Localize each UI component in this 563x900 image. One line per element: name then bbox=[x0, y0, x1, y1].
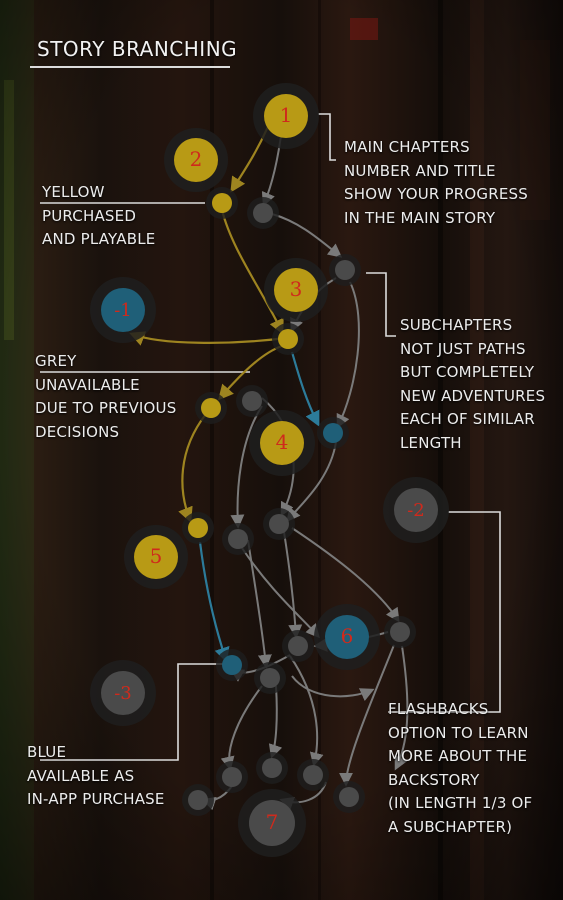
page-title: STORY BRANCHING bbox=[37, 37, 238, 61]
subchapter-node-yellow[interactable] bbox=[272, 323, 304, 355]
callout-line: MORE ABOUT THE bbox=[388, 747, 528, 765]
chapter-number: -1 bbox=[114, 300, 132, 321]
subchapter-node-grey[interactable] bbox=[182, 784, 214, 816]
chapter-node-6[interactable]: 6 bbox=[314, 604, 380, 670]
subchapter-node-grey[interactable] bbox=[329, 254, 361, 286]
callout-line: BUT COMPLETELY bbox=[400, 363, 535, 381]
subchapter-node-grey[interactable] bbox=[333, 781, 365, 813]
callout-line: SHOW YOUR PROGRESS bbox=[344, 185, 528, 203]
callout-heading: MAIN CHAPTERS bbox=[344, 138, 470, 156]
callout-line: LENGTH bbox=[400, 433, 462, 452]
subchapter-node-grey[interactable] bbox=[256, 752, 288, 784]
legend-line: IN-APP PURCHASE bbox=[27, 790, 165, 808]
subchapter-node-grey[interactable] bbox=[247, 197, 279, 229]
subchapter-node-grey[interactable] bbox=[282, 630, 314, 662]
subchapter-node-grey[interactable] bbox=[216, 761, 248, 793]
chapter-number: 7 bbox=[266, 810, 279, 834]
callout-heading: SUBCHAPTERS bbox=[400, 316, 513, 334]
chapter-number: -2 bbox=[407, 500, 425, 521]
chapter-node-1[interactable]: 1 bbox=[253, 83, 319, 149]
main-chapters-callout: MAIN CHAPTERS NUMBER AND TITLE SHOW YOUR… bbox=[344, 136, 528, 230]
subchapter-node-yellow[interactable] bbox=[206, 187, 238, 219]
legend-heading: GREY bbox=[35, 352, 77, 370]
callout-line: EACH OF SIMILAR bbox=[400, 410, 535, 428]
legend-line: PURCHASED bbox=[42, 206, 137, 225]
subchapter-node-yellow[interactable] bbox=[182, 512, 214, 544]
callout-line: NUMBER AND TITLE bbox=[344, 161, 496, 180]
legend-heading: BLUE bbox=[27, 743, 67, 761]
subchapter-node-grey[interactable] bbox=[297, 759, 329, 791]
callout-line: OPTION TO LEARN bbox=[388, 723, 529, 742]
chapter-number: 2 bbox=[190, 147, 203, 171]
callout-line: NOT JUST PATHS bbox=[400, 339, 526, 358]
callout-heading: FLASHBACKS bbox=[388, 700, 489, 718]
chapter-number: 5 bbox=[150, 544, 163, 568]
subchapter-node-grey[interactable] bbox=[263, 508, 295, 540]
legend-line: DECISIONS bbox=[35, 422, 120, 441]
chapter-number: 6 bbox=[341, 624, 354, 648]
subchapter-node-grey[interactable] bbox=[236, 385, 268, 417]
callout-line: BACKSTORY bbox=[388, 770, 480, 789]
chapter-number: -3 bbox=[114, 683, 132, 704]
flashback-node-minus-1[interactable]: -1 bbox=[90, 277, 156, 343]
blue-legend: BLUE AVAILABLE AS IN-APP PURCHASE bbox=[27, 741, 165, 812]
chapter-node-4[interactable]: 4 bbox=[249, 410, 315, 476]
chapter-number: 4 bbox=[276, 430, 289, 454]
chapter-number: 3 bbox=[290, 277, 303, 301]
flashback-node-minus-2[interactable]: -2 bbox=[383, 477, 449, 543]
legend-line: AVAILABLE AS bbox=[27, 766, 135, 785]
callout-line: NEW ADVENTURES bbox=[400, 386, 546, 405]
legend-line: AND PLAYABLE bbox=[42, 230, 156, 248]
yellow-legend: YELLOW PURCHASED AND PLAYABLE bbox=[42, 181, 155, 252]
callout-line: A SUBCHAPTER) bbox=[388, 817, 513, 836]
subchapter-node-grey[interactable] bbox=[384, 616, 416, 648]
subchapter-node-grey[interactable] bbox=[222, 523, 254, 555]
flashback-node-minus-3[interactable]: -3 bbox=[90, 660, 156, 726]
callout-line: (IN LENGTH 1/3 OF bbox=[388, 794, 533, 812]
legend-heading: YELLOW bbox=[42, 183, 105, 201]
flashbacks-callout: FLASHBACKS OPTION TO LEARN MORE ABOUT TH… bbox=[388, 698, 532, 839]
grey-legend: GREY UNAVAILABLE DUE TO PREVIOUS DECISIO… bbox=[35, 350, 176, 444]
title-underline bbox=[30, 66, 230, 68]
subchapters-callout: SUBCHAPTERS NOT JUST PATHS BUT COMPLETEL… bbox=[400, 314, 545, 455]
legend-line: UNAVAILABLE bbox=[35, 375, 140, 394]
chapter-number: 1 bbox=[280, 103, 293, 127]
chapter-node-5[interactable]: 5 bbox=[124, 525, 188, 589]
subchapter-node-grey[interactable] bbox=[254, 662, 286, 694]
chapter-node-2[interactable]: 2 bbox=[164, 128, 228, 192]
legend-line: DUE TO PREVIOUS bbox=[35, 399, 177, 417]
subchapter-node-yellow[interactable] bbox=[195, 392, 227, 424]
subchapter-node-blue[interactable] bbox=[317, 417, 349, 449]
chapter-node-7[interactable]: 7 bbox=[238, 789, 306, 857]
chapter-node-3[interactable]: 3 bbox=[264, 258, 328, 322]
callout-line: IN THE MAIN STORY bbox=[344, 208, 496, 227]
blue-edges bbox=[198, 351, 320, 663]
callout-leaders bbox=[40, 113, 501, 761]
subchapter-nodes bbox=[182, 187, 416, 816]
subchapter-node-blue[interactable] bbox=[216, 649, 248, 681]
